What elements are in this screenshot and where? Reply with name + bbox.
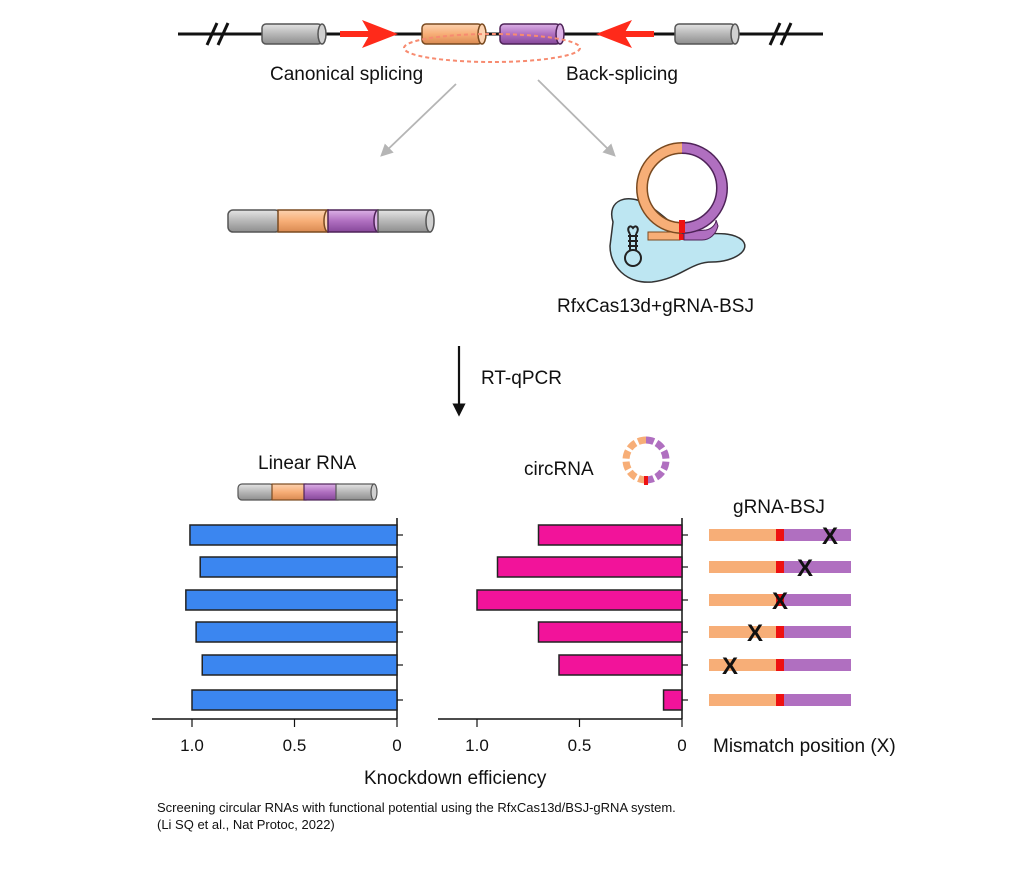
left-break-marks (205, 22, 230, 46)
grna-junction (776, 626, 784, 638)
right-break-marks (768, 22, 793, 46)
caption-line-1: Screening circular RNAs with functional … (157, 800, 676, 815)
grna-row-2: X (709, 555, 851, 582)
mismatch-position-label: Mismatch position (X) (713, 736, 896, 757)
linear-rna-label: Linear RNA (258, 453, 357, 474)
linear-bar-5 (201, 654, 398, 676)
grna-row-6 (709, 694, 851, 706)
grna-purple-segment (784, 694, 851, 706)
circrna-chart: 1.0 0.5 0 (438, 518, 688, 755)
grna-junction (776, 694, 784, 706)
grna-purple-segment (784, 626, 851, 638)
linear-bar-1 (189, 524, 398, 546)
grna-orange-segment (709, 561, 776, 573)
guide-purple (683, 219, 719, 241)
grna-orange-segment (709, 626, 776, 638)
grna-row-3: X (709, 588, 851, 615)
mismatch-x-marker: X (722, 653, 738, 680)
guide-junction (679, 232, 684, 240)
grna-junction (776, 659, 784, 671)
bound-circrna (636, 142, 728, 234)
circ-bar-1 (537, 524, 683, 546)
grna-purple-segment (784, 594, 851, 606)
circrna-icon (622, 436, 670, 485)
grna-orange-segment (709, 594, 776, 606)
circ-bar-6 (662, 689, 683, 711)
linear-bar-3 (185, 589, 398, 611)
exon-gray-right (674, 23, 740, 45)
circ-bar-5 (558, 654, 683, 676)
linear-bar-6 (191, 689, 398, 711)
linear-rna-icon (237, 483, 378, 501)
pre-mrna-gene (178, 20, 823, 63)
cas13d-complex (609, 142, 746, 283)
caption-line-2: (Li SQ et al., Nat Protoc, 2022) (157, 817, 335, 832)
grna-row-1: X (709, 523, 851, 550)
circ-x-tick-label-1: 1.0 (465, 736, 489, 755)
linear-x-tick-label-2: 0.5 (283, 736, 307, 755)
grna-junction (776, 561, 784, 573)
grna-row-5: X (709, 653, 851, 680)
grna-orange-segment (709, 659, 776, 671)
arrow-canonical (380, 83, 457, 157)
x-axis-title: Knockdown efficiency (364, 768, 547, 789)
exon-gray-left (261, 23, 327, 45)
rt-qpcr-label: RT-qPCR (481, 368, 562, 389)
grna-purple-segment (784, 561, 851, 573)
canonical-splicing-label: Canonical splicing (270, 64, 424, 85)
linear-x-tick-label-3: 0 (392, 736, 401, 755)
circ-bar-4 (537, 621, 683, 643)
grna-orange-segment (709, 529, 776, 541)
circ-bar-2 (496, 556, 683, 578)
grna-orange-segment (709, 694, 776, 706)
linear-mrna (227, 209, 435, 233)
circ-bar-3 (476, 589, 683, 611)
grna-bsj-label: gRNA-BSJ (733, 497, 825, 518)
back-splice-dashed-ellipse (403, 33, 581, 63)
mismatch-x-marker: X (822, 523, 838, 550)
linear-x-tick-label-1: 1.0 (180, 736, 204, 755)
arrow-back-splicing (537, 79, 616, 157)
grna-purple-segment (784, 659, 851, 671)
grna-row-4: X (709, 620, 851, 647)
mismatch-x-marker: X (797, 555, 813, 582)
circ-x-tick-label-3: 0 (677, 736, 686, 755)
complex-label: RfxCas13d+gRNA-BSJ (557, 296, 754, 317)
grna-junction (776, 594, 784, 606)
mismatch-x-marker: X (772, 588, 788, 615)
guide-rna-hairpin (624, 225, 642, 267)
exon-orange (421, 23, 487, 45)
linear-bar-4 (195, 621, 398, 643)
linear-rna-chart: 1.0 0.5 0 (152, 518, 403, 755)
mismatch-x-marker: X (747, 620, 763, 647)
linear-bar-2 (199, 556, 398, 578)
back-splicing-label: Back-splicing (566, 64, 678, 85)
intron-complementary-arrow-left (340, 20, 398, 48)
intron-complementary-arrow-right (596, 20, 654, 48)
grna-purple-segment (784, 529, 851, 541)
circrna-label: circRNA (524, 459, 594, 480)
grna-junction (776, 529, 784, 541)
circ-x-tick-label-2: 0.5 (568, 736, 592, 755)
